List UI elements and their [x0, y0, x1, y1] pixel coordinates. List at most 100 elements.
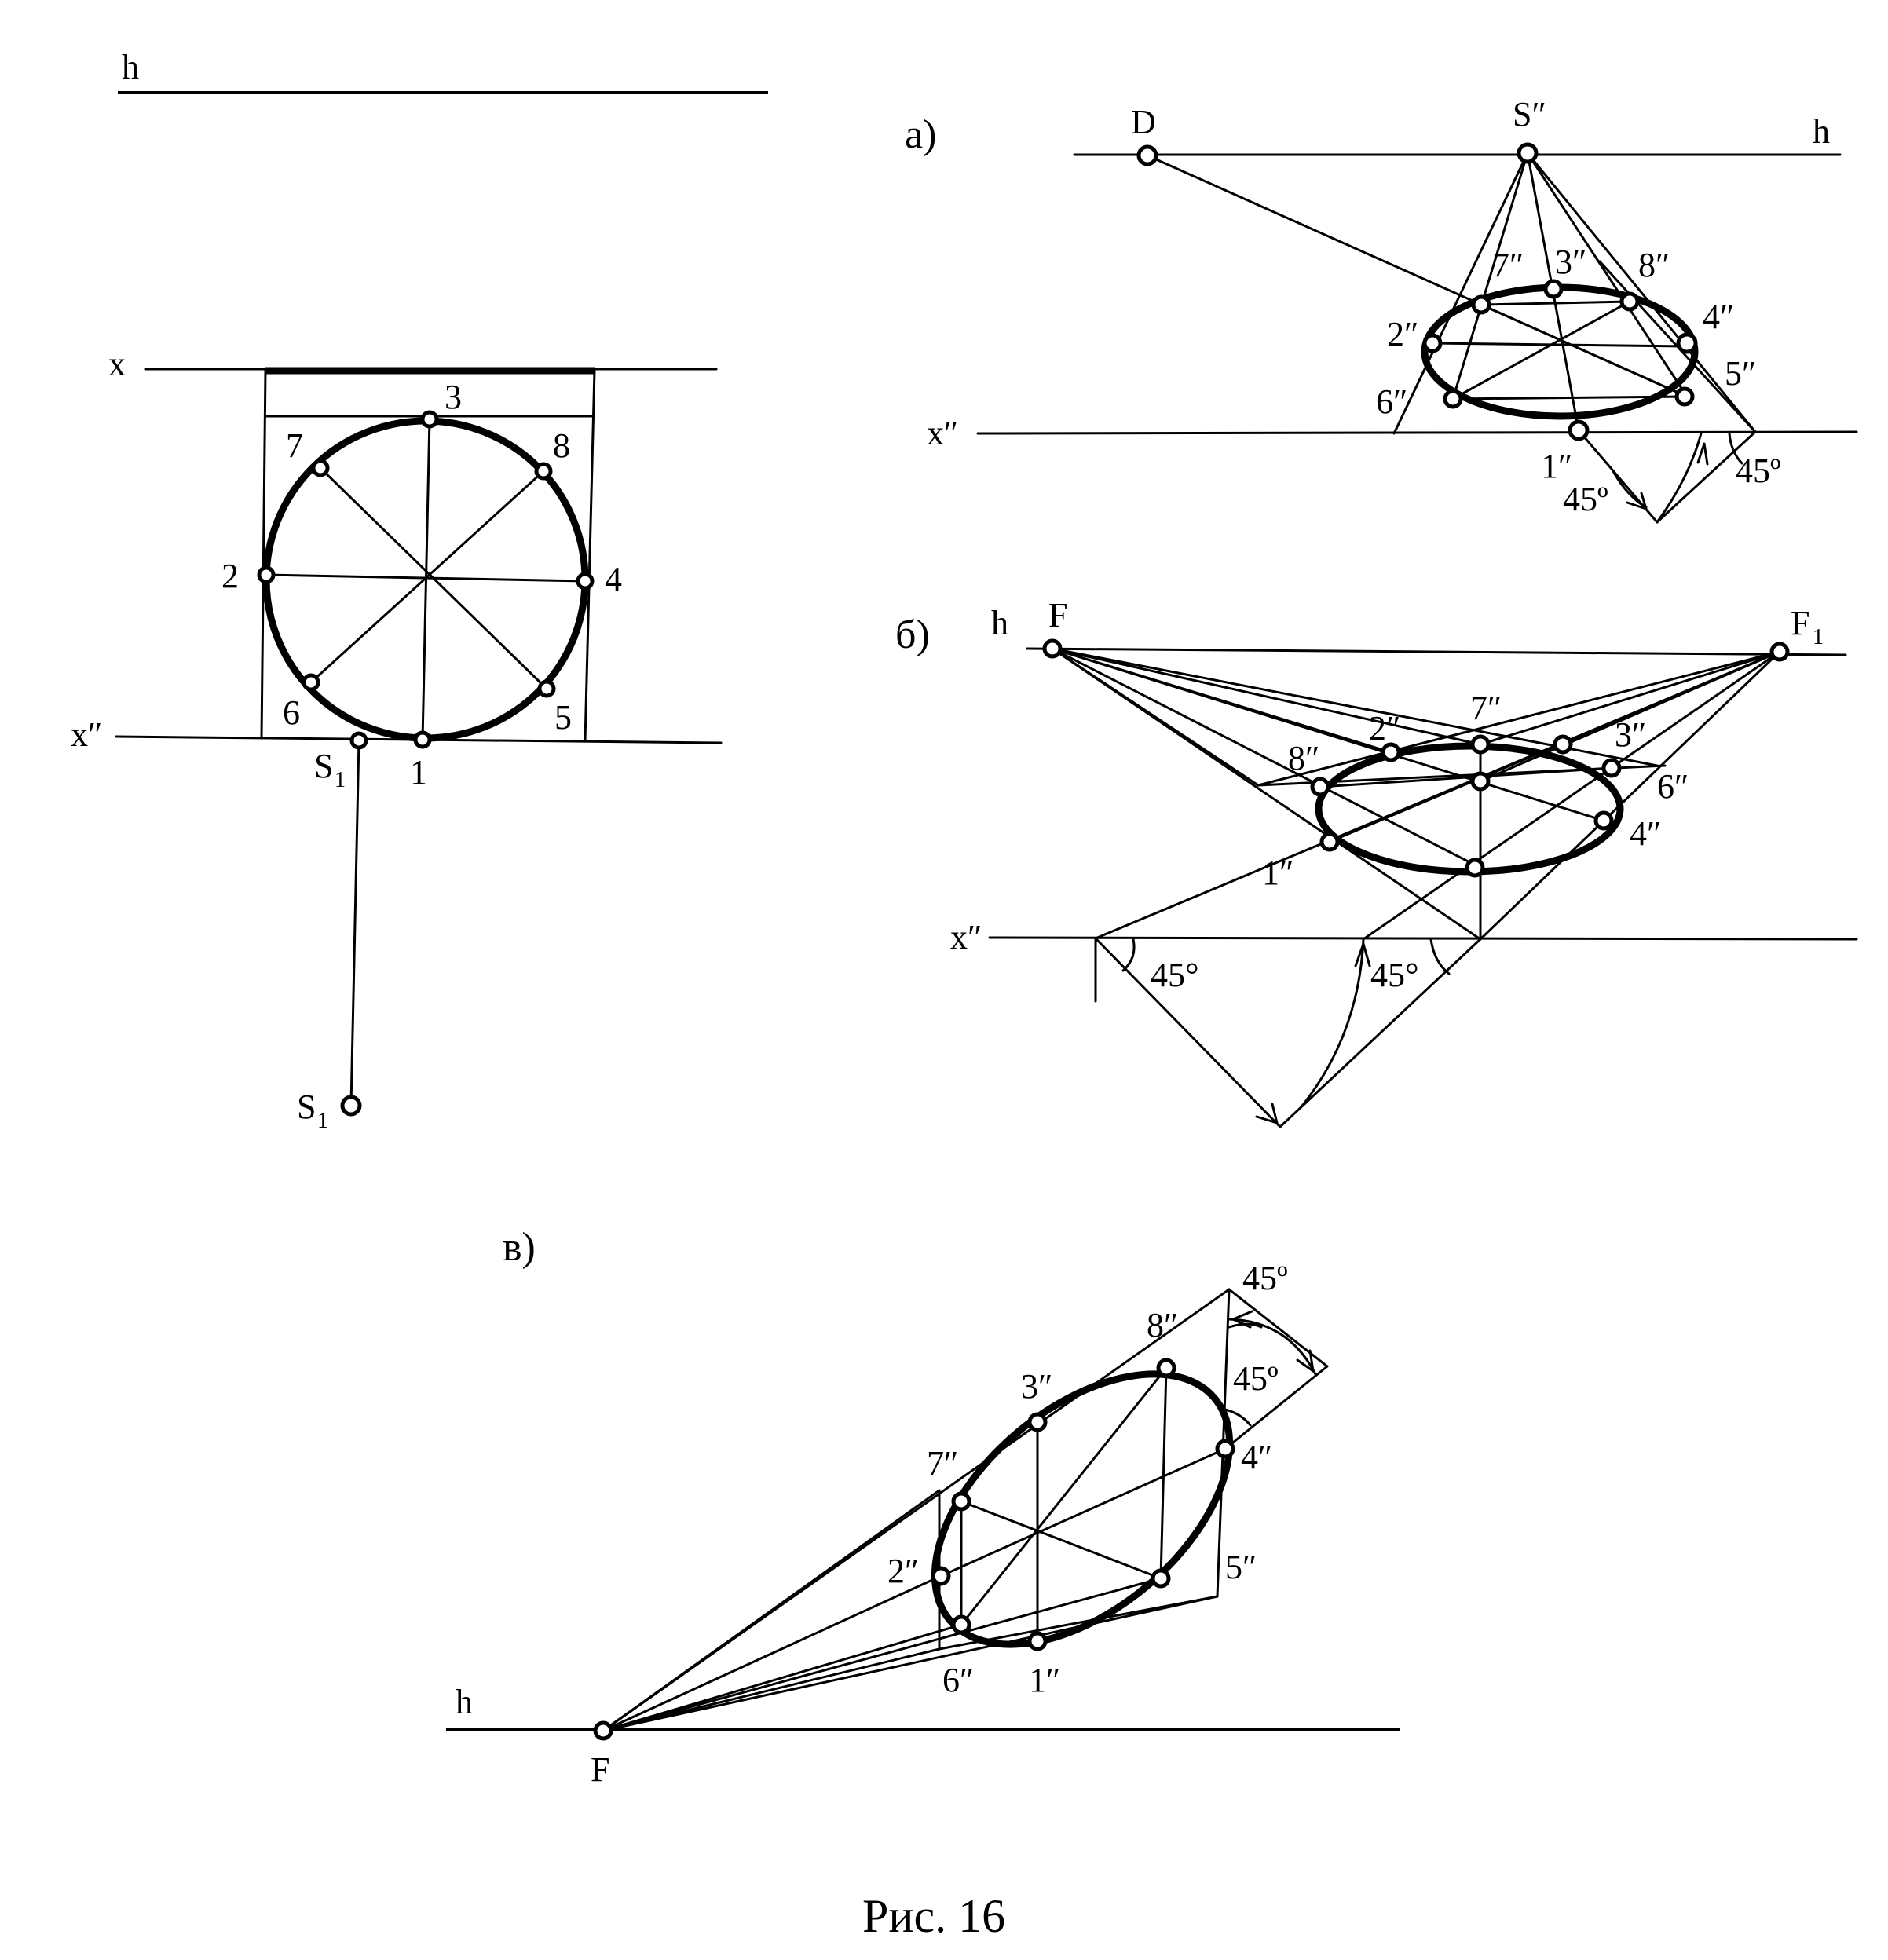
- point-1: [413, 730, 432, 749]
- ray-s-5: [1526, 152, 1689, 398]
- ray-fc-5b: [602, 1577, 1162, 1732]
- point-bottom-b: [1465, 858, 1485, 878]
- diameter-7-5: [319, 466, 548, 690]
- diag-7-5: [1480, 303, 1689, 398]
- point-4a: [1676, 332, 1698, 354]
- chord-2-4c: [939, 1447, 1227, 1578]
- label-4: 4: [605, 560, 622, 598]
- angle-c-ray-top: [1228, 1288, 1329, 1368]
- label-3c: 3″: [1021, 1367, 1052, 1406]
- label-s: S″: [1513, 95, 1546, 133]
- s1-top-label: S: [314, 747, 333, 785]
- diameter-8-6: [309, 470, 545, 684]
- label-3a: 3″: [1555, 243, 1586, 281]
- point-8c: [1156, 1358, 1176, 1378]
- square-right-edge: [584, 369, 596, 743]
- label-4a: 4″: [1703, 298, 1734, 336]
- label-6c: 6″: [942, 1661, 974, 1699]
- diameter-1-3: [421, 418, 431, 741]
- view-c-ellipse: [931, 1370, 1234, 1648]
- point-2: [257, 565, 276, 584]
- point-8a: [1619, 291, 1640, 312]
- s1-ray: [349, 739, 360, 1107]
- point-3: [420, 410, 439, 429]
- angle-c-sweep: [1228, 1318, 1317, 1376]
- view-c-angle-mid: 45º: [1233, 1359, 1279, 1398]
- view-a-angle-right: 45º: [1736, 452, 1781, 490]
- point-3c: [1027, 1412, 1048, 1432]
- point-7b: [1470, 734, 1491, 755]
- point-1c: [1027, 1631, 1048, 1651]
- ray-f1-7: [1479, 650, 1781, 746]
- point-fc: [593, 1720, 613, 1741]
- x-axis-label: x: [108, 345, 126, 383]
- ray-f-1b: [1051, 647, 1482, 869]
- ray-f-axis: [1051, 647, 1482, 941]
- square-left-edge: [260, 369, 267, 740]
- label-fc: F: [591, 1750, 609, 1789]
- point-7: [311, 459, 330, 477]
- ray-f1-axis: [1479, 650, 1781, 941]
- ray-fc-bottom: [602, 1647, 941, 1732]
- angle-b-sweep-arc: [1298, 938, 1365, 1110]
- angle-right-ray: [1656, 430, 1757, 524]
- point-2b: [1381, 742, 1401, 762]
- arrow-b-down: [1255, 1102, 1279, 1124]
- label-6b: 6″: [1657, 767, 1689, 806]
- figure-caption: Рис. 16: [862, 1890, 1005, 1942]
- chord-8-3: [1319, 766, 1613, 788]
- arrow-c-left: [1231, 1310, 1253, 1329]
- view-b-horizon: [1026, 647, 1847, 656]
- angle-b-right-ray: [1279, 938, 1482, 1128]
- point-6c: [951, 1614, 971, 1635]
- point-8b: [1310, 777, 1330, 797]
- label-5: 5: [554, 698, 572, 737]
- ray-f-7: [1051, 647, 1482, 746]
- view-a-angle-left: 45º: [1563, 480, 1608, 518]
- point-f: [1042, 638, 1063, 659]
- point-5: [537, 679, 556, 698]
- point-5a: [1674, 386, 1695, 407]
- view-a-h-label: h: [1813, 112, 1830, 151]
- ray-fc-2: [602, 1574, 942, 1732]
- angle-b-left-arc: [1121, 938, 1136, 972]
- ray-fc-6: [602, 1623, 963, 1732]
- s1-top-point: [349, 731, 368, 750]
- label-3: 3: [445, 378, 462, 416]
- point-1b: [1319, 832, 1340, 852]
- point-center-b: [1470, 771, 1491, 792]
- label-8b: 8″: [1288, 739, 1319, 777]
- label-4b: 4″: [1630, 814, 1661, 853]
- ray-f1-mid: [1362, 650, 1781, 941]
- diag-6-8c: [960, 1366, 1168, 1626]
- left-view: h x x″ S 1 S 1 1 2 3 4: [71, 48, 768, 1133]
- label-8a: 8″: [1638, 246, 1670, 284]
- view-b-angle-right: 45°: [1370, 956, 1419, 994]
- ray-f1-x: [1094, 650, 1781, 940]
- point-3a: [1543, 279, 1564, 299]
- point-5c: [1151, 1568, 1171, 1589]
- view-a-title: а): [905, 112, 936, 157]
- arrow-c-down: [1296, 1349, 1315, 1373]
- label-4c: 4″: [1241, 1438, 1272, 1476]
- angle-c-arc-top: [1228, 1322, 1263, 1329]
- point-6b: [1601, 758, 1622, 778]
- view-c: в) h 45º 45º F: [446, 1225, 1400, 1789]
- label-1c: 1″: [1029, 1661, 1060, 1699]
- point-s: [1517, 142, 1539, 164]
- label-1: 1: [410, 753, 427, 792]
- chord-2-4: [1431, 342, 1689, 348]
- arrow-down: [1626, 492, 1648, 510]
- label-2c: 2″: [887, 1552, 919, 1590]
- point-7a: [1471, 294, 1491, 315]
- point-3b: [1553, 734, 1573, 755]
- vertical-8-5: [1159, 1366, 1168, 1580]
- horizon-label: h: [122, 48, 139, 86]
- view-a-x2-label: x″: [927, 414, 958, 452]
- label-3b: 3″: [1615, 715, 1646, 754]
- label-7: 7: [286, 426, 303, 465]
- view-a: а) h x″ 45º 45º D S″: [905, 95, 1858, 524]
- angle-b-right-arc: [1429, 938, 1451, 975]
- angle-b-left-ray: [1094, 937, 1282, 1128]
- ray-s-6: [1451, 152, 1529, 400]
